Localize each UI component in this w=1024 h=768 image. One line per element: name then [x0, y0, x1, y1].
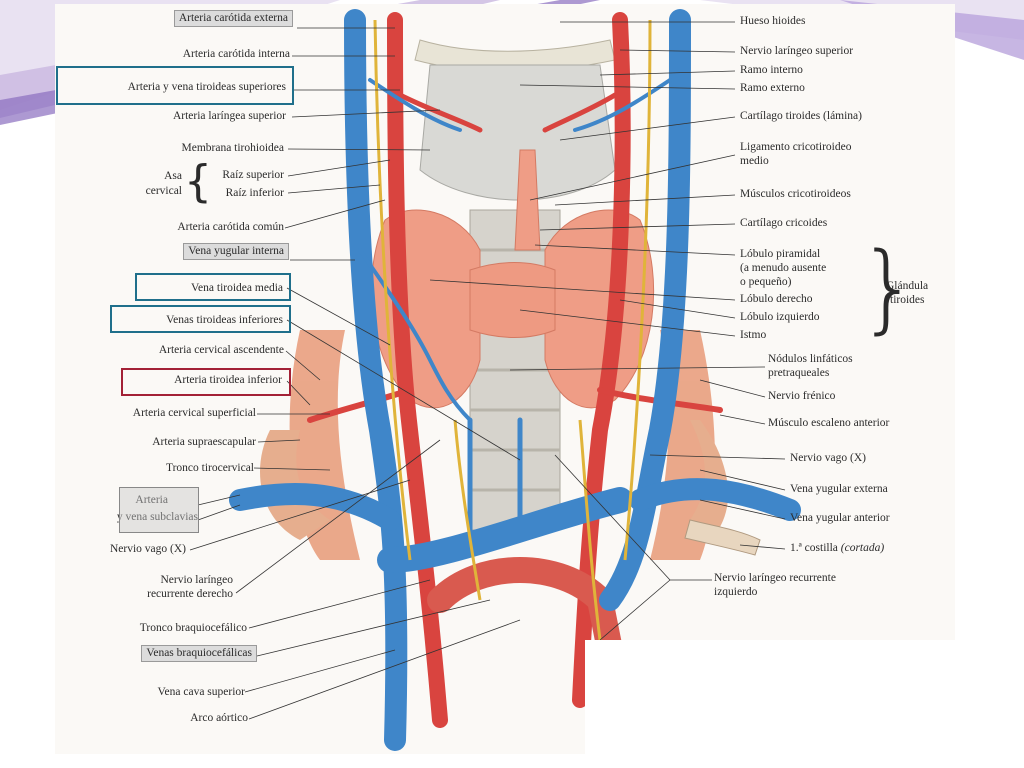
label-recurrent-laryngeal-left-2: izquierdo — [714, 586, 758, 598]
label-anterior-scalene: Músculo escaleno anterior — [768, 417, 890, 429]
label-inferior-thyroid-artery: Arteria tiroidea inferior — [174, 374, 282, 386]
label-lymph-nodes-1: Nódulos linfáticos — [768, 353, 853, 365]
label-brachiocephalic-trunk: Tronco braquiocefálico — [139, 622, 247, 634]
arteries — [307, 12, 723, 728]
label-superior-thyroid: Arteria y vena tiroideas superiores — [127, 81, 286, 93]
label-internal-jugular: Vena yugular interna — [183, 243, 289, 260]
label-asa: Asa — [164, 170, 182, 182]
label-cricothyroid-muscles: Músculos cricotiroideos — [740, 188, 851, 200]
brace-asa: { — [184, 156, 212, 207]
label-brachiocephalic-veins: Venas braquiocefálicas — [141, 645, 257, 662]
label-phrenic-nerve: Nervio frénico — [768, 390, 836, 402]
label-thyrohyoid-membrane: Membrana tirohioidea — [181, 142, 284, 154]
label-lymph-nodes-2: pretraqueales — [768, 367, 830, 379]
label-subclavian-2: y vena subclavias — [116, 511, 198, 523]
label-superior-vena-cava: Vena cava superior — [157, 686, 246, 698]
first-rib — [684, 519, 761, 556]
label-aortic-arch: Arco aórtico — [190, 712, 248, 724]
label-external-branch: Ramo externo — [740, 82, 805, 94]
label-external-carotid: Arteria carótida externa — [173, 10, 293, 27]
label-pyramidal-lobe-2: (a menudo ausente — [740, 262, 827, 274]
label-internal-branch: Ramo interno — [740, 64, 803, 76]
label-subclavian-1: Arteria — [135, 494, 168, 506]
label-left-lobe: Lóbulo izquierdo — [740, 311, 820, 323]
label-ascending-cervical: Arteria cervical ascendente — [158, 344, 284, 356]
label-inferior-root: Raíz inferior — [225, 187, 284, 199]
label-isthmus: Istmo — [740, 329, 767, 341]
brace-thyroid-gland: } — [858, 232, 920, 344]
label-suprascapular: Arteria supraescapular — [152, 436, 256, 448]
label-hyoid-bone: Hueso hioides — [740, 15, 806, 27]
label-superior-root: Raíz superior — [222, 169, 284, 181]
label-cricothyroid-ligament-1: Ligamento cricotiroideo — [740, 141, 852, 153]
label-vagus-right: Nervio vago (X) — [109, 543, 186, 555]
label-anterior-jugular: Vena yugular anterior — [790, 512, 890, 524]
label-gland-1: Glándula — [886, 280, 929, 292]
first-rib-text: 1.ª costilla — [790, 542, 838, 554]
label-vagus-left: Nervio vago (X) — [790, 452, 867, 464]
nerves — [373, 19, 652, 641]
label-superior-laryngeal-artery: Arteria laríngea superior — [172, 110, 286, 122]
label-pyramidal-lobe-3: o pequeño) — [740, 276, 792, 288]
label-inferior-thyroid-veins: Venas tiroideas inferiores — [166, 314, 283, 326]
label-thyrocervical-trunk: Tronco tirocervical — [165, 462, 254, 474]
first-rib-note: (cortada) — [840, 542, 885, 554]
label-internal-carotid: Arteria carótida interna — [182, 48, 290, 60]
label-cricothyroid-ligament-2: medio — [740, 155, 769, 167]
label-recurrent-laryngeal-right-1: Nervio laríngeo — [160, 574, 234, 586]
label-recurrent-laryngeal-left-1: Nervio laríngeo recurrente — [714, 572, 836, 584]
label-superior-laryngeal-nerve: Nervio laríngeo superior — [740, 45, 854, 57]
label-gland-2: tiroides — [890, 294, 925, 306]
mask-block — [585, 640, 955, 768]
label-recurrent-laryngeal-right-2: recurrente derecho — [147, 588, 233, 600]
label-superficial-cervical: Arteria cervical superficial — [132, 407, 256, 419]
thyroid-cartilage — [419, 64, 616, 201]
label-first-rib: 1.ª costilla (cortada) — [790, 542, 884, 555]
label-middle-thyroid-vein: Vena tiroidea media — [191, 282, 283, 294]
leader-lines — [189, 21, 786, 720]
label-right-lobe: Lóbulo derecho — [740, 293, 813, 305]
label-cricoid-cartilage: Cartílago cricoides — [740, 217, 828, 229]
label-external-jugular: Vena yugular externa — [790, 483, 888, 495]
label-cervical: cervical — [145, 185, 182, 197]
label-thyroid-cartilage: Cartílago tiroides (lámina) — [740, 110, 862, 122]
label-common-carotid: Arteria carótida común — [177, 221, 284, 233]
label-pyramidal-lobe-1: Lóbulo piramidal — [740, 248, 821, 260]
